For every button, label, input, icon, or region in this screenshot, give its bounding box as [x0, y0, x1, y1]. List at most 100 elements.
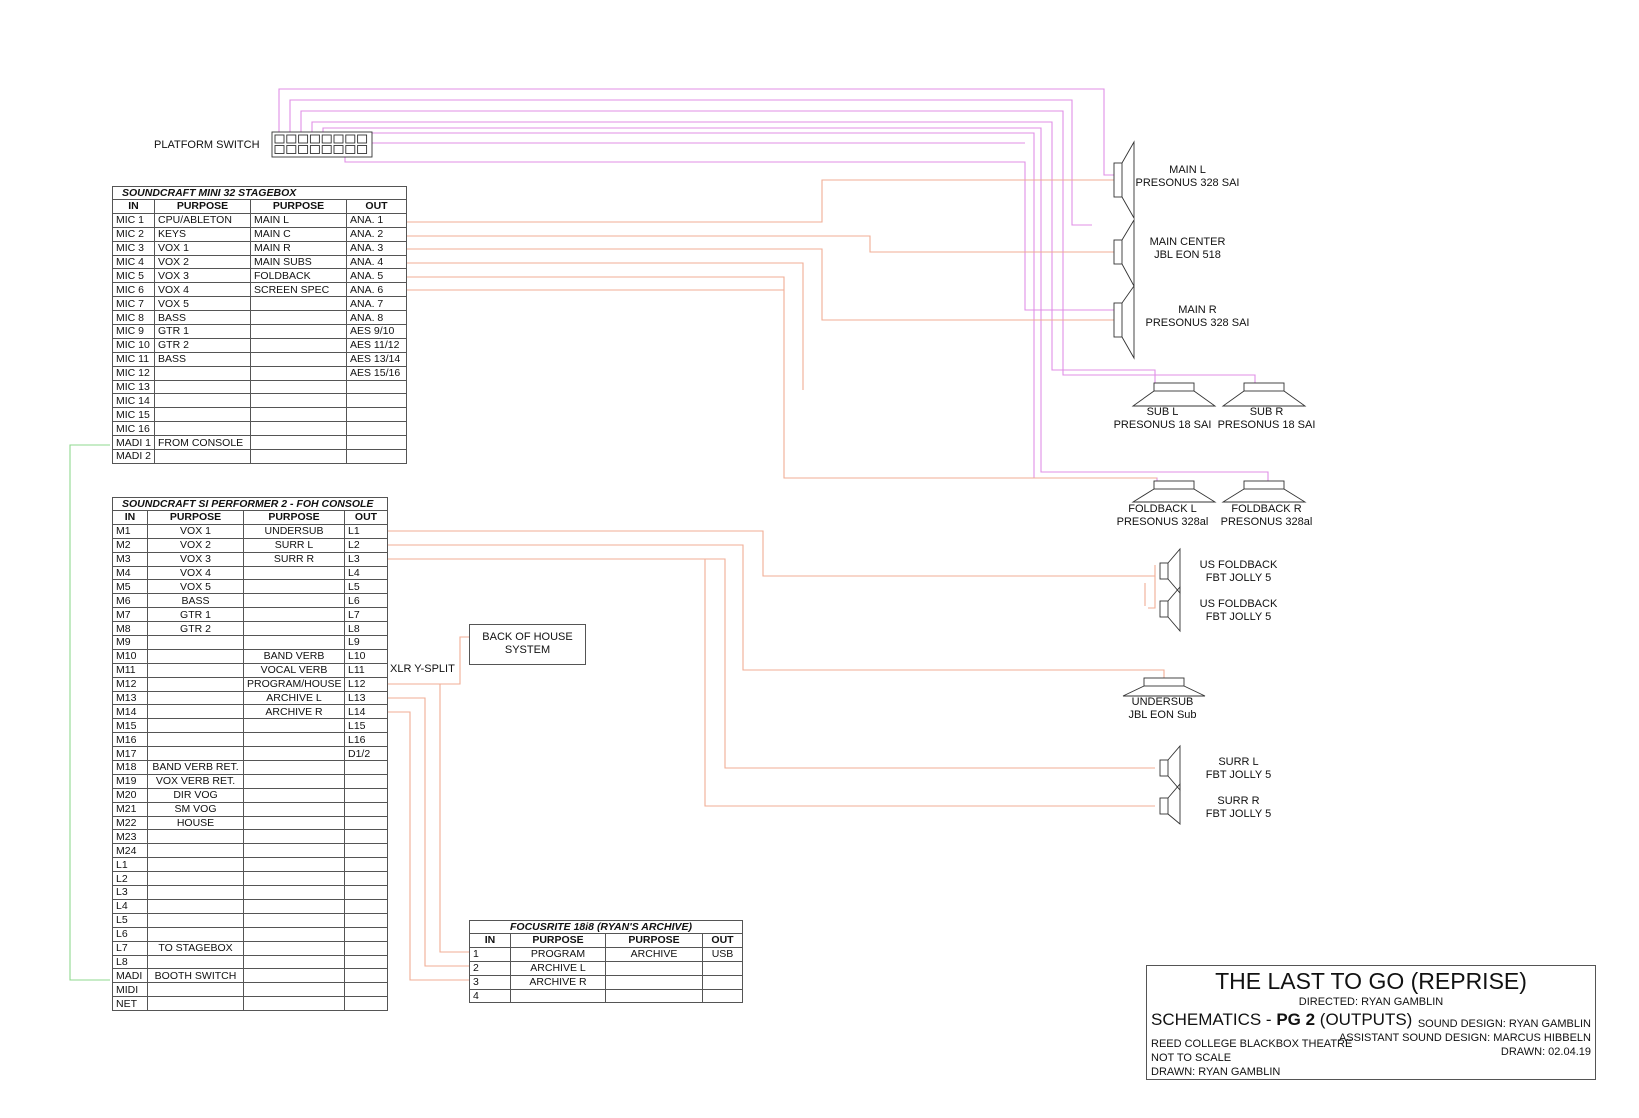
- table-cell: [147, 898, 244, 914]
- speaker-name: US FOLDBACK: [1199, 559, 1278, 571]
- back-of-house-box: BACK OF HOUSE SYSTEM: [469, 624, 586, 665]
- table-cell: [147, 996, 244, 1012]
- table-cell: BAND VERB RET.: [147, 760, 244, 775]
- table-cell: MIC 7: [112, 296, 155, 312]
- table-cell: [250, 296, 347, 312]
- speaker-name: US FOLDBACK: [1199, 598, 1278, 610]
- speaker-model: FBT JOLLY 5: [1205, 808, 1272, 820]
- table-cell: ARCHIVE: [605, 946, 703, 962]
- surr-r-label: SURR R FBT JOLLY 5: [1186, 795, 1291, 821]
- speaker-name: SUB R: [1249, 406, 1284, 418]
- table-row: L8: [112, 954, 388, 970]
- table-cell: [243, 635, 345, 650]
- speaker-name: FOLDBACK R: [1231, 503, 1302, 515]
- table-cell: [346, 435, 407, 451]
- table-cell: ANA. 8: [346, 310, 407, 326]
- speaker-model: PRESONUS 328 SAI: [1145, 317, 1250, 329]
- table-cell: GTR 1: [147, 607, 244, 623]
- table-cell: M24: [112, 843, 148, 859]
- table-cell: HOUSE: [147, 815, 244, 831]
- table-cell: BAND VERB: [243, 648, 345, 664]
- table-cell: VOX 5: [147, 579, 244, 595]
- table-cell: MAIN C: [250, 226, 347, 242]
- table-cell: L3: [344, 551, 388, 567]
- table-cell: [344, 926, 388, 942]
- table-cell: M11: [112, 662, 148, 678]
- switch-port: [321, 145, 332, 154]
- table-cell: M16: [112, 732, 148, 748]
- speaker-model: JBL EON 518: [1154, 249, 1221, 261]
- table-row: MIC 13: [112, 379, 407, 395]
- table-cell: FROM CONSOLE: [154, 435, 251, 451]
- table-cell: [243, 815, 345, 831]
- table-cell: [243, 885, 345, 900]
- table-cell: SURR L: [243, 537, 345, 553]
- table-cell: [147, 982, 244, 998]
- table-cell: M9: [112, 635, 148, 650]
- table-cell: [147, 635, 244, 650]
- sub-r-label: SUB R PRESONUS 18 SAI: [1214, 406, 1319, 432]
- table-cell: MIC 3: [112, 240, 155, 256]
- table-cell: [344, 982, 388, 998]
- table-cell: BASS: [154, 351, 251, 367]
- table-cell: L11: [344, 662, 388, 678]
- table-cell: FOLDBACK: [250, 268, 347, 284]
- main-l-label: MAIN L PRESONUS 328 SAI: [1135, 164, 1240, 190]
- speaker-name: MAIN L: [1169, 164, 1206, 176]
- table-cell: VOX 1: [154, 240, 251, 256]
- table-cell: [605, 988, 703, 1004]
- table-cell: 4: [469, 988, 511, 1004]
- table-cell: M6: [112, 593, 148, 609]
- main-r-label: MAIN R PRESONUS 328 SAI: [1145, 304, 1250, 330]
- xlr-split-label: XLR Y-SPLIT: [390, 663, 455, 675]
- table-cell: L7: [344, 607, 388, 623]
- table-cell: [250, 324, 347, 339]
- table-cell: [243, 940, 345, 956]
- speaker-model: PRESONUS 328al: [1220, 516, 1313, 528]
- table-cell: [344, 815, 388, 831]
- switch-port: [357, 145, 368, 154]
- table-cell: [344, 787, 388, 803]
- title-block: THE LAST TO GO (REPRISE) DIRECTED: RYAN …: [1146, 965, 1596, 1080]
- stagebox-table: SOUNDCRAFT MINI 32 STAGEBOX IN PURPOSE P…: [112, 186, 407, 464]
- table-cell: SM VOG: [147, 801, 244, 817]
- table-cell: AES 11/12: [346, 337, 407, 353]
- table-cell: AES 13/14: [346, 351, 407, 367]
- table-cell: [147, 912, 244, 928]
- table-row: L3: [112, 885, 388, 900]
- table-cell: L8: [344, 621, 388, 637]
- table-row: MIC 16: [112, 421, 407, 437]
- sheet-prefix: SCHEMATICS -: [1151, 1010, 1277, 1029]
- table-cell: MIC 8: [112, 310, 155, 326]
- table-cell: [243, 607, 345, 623]
- back-of-house-line2: SYSTEM: [504, 644, 551, 656]
- col-header: IN: [112, 199, 155, 214]
- table-cell: VOX 3: [147, 551, 244, 567]
- speaker-name: SUB L: [1146, 406, 1179, 418]
- table-cell: GTR 2: [147, 621, 244, 637]
- switch-port: [357, 134, 368, 144]
- table-cell: L13: [344, 690, 388, 706]
- main-center-speaker-icon: [1113, 218, 1135, 287]
- table-cell: MIC 5: [112, 268, 155, 284]
- table-cell: [250, 421, 347, 437]
- table-cell: [250, 449, 347, 464]
- table-cell: VOX 2: [154, 254, 251, 270]
- table-cell: [243, 787, 345, 803]
- speaker-name: SURR L: [1218, 756, 1259, 768]
- table-cell: [154, 421, 251, 437]
- col-header: PURPOSE: [250, 199, 347, 214]
- table-cell: [344, 857, 388, 873]
- table-cell: L4: [112, 898, 148, 914]
- surr-l-speaker-icon: [1159, 744, 1181, 792]
- table-cell: MIC 11: [112, 351, 155, 367]
